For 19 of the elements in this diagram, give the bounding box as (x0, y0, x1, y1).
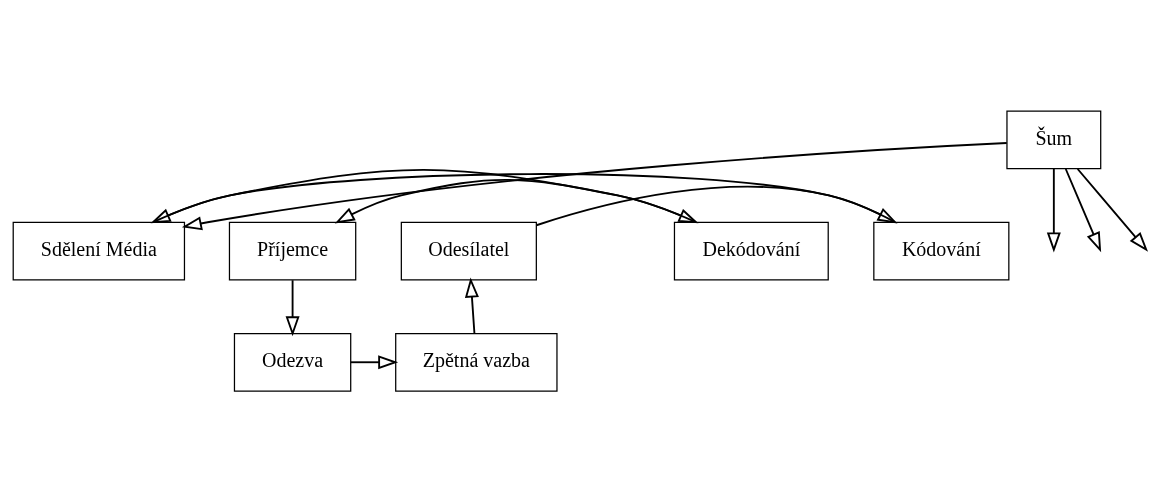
node-box: Kódování (873, 221, 1010, 280)
node-box: Zpětná vazba (395, 332, 558, 392)
arrow (1046, 167, 1061, 252)
arrow (1064, 167, 1102, 252)
arrow (535, 185, 898, 226)
arrow (349, 354, 399, 369)
arrow (334, 178, 697, 223)
node-box: Příjemce (228, 221, 357, 280)
node-box: Šum (1006, 109, 1102, 169)
node-box: Dekódování (673, 221, 829, 280)
arrow (285, 278, 300, 336)
node-box: Sdělení Média (12, 221, 186, 280)
arrow (150, 172, 896, 223)
arrow (1076, 167, 1149, 252)
arrow (464, 276, 479, 334)
node-box: Odesílatel (400, 221, 537, 280)
arrow (152, 168, 699, 223)
node-box: Odezva (233, 332, 352, 392)
arrow (181, 141, 1008, 230)
